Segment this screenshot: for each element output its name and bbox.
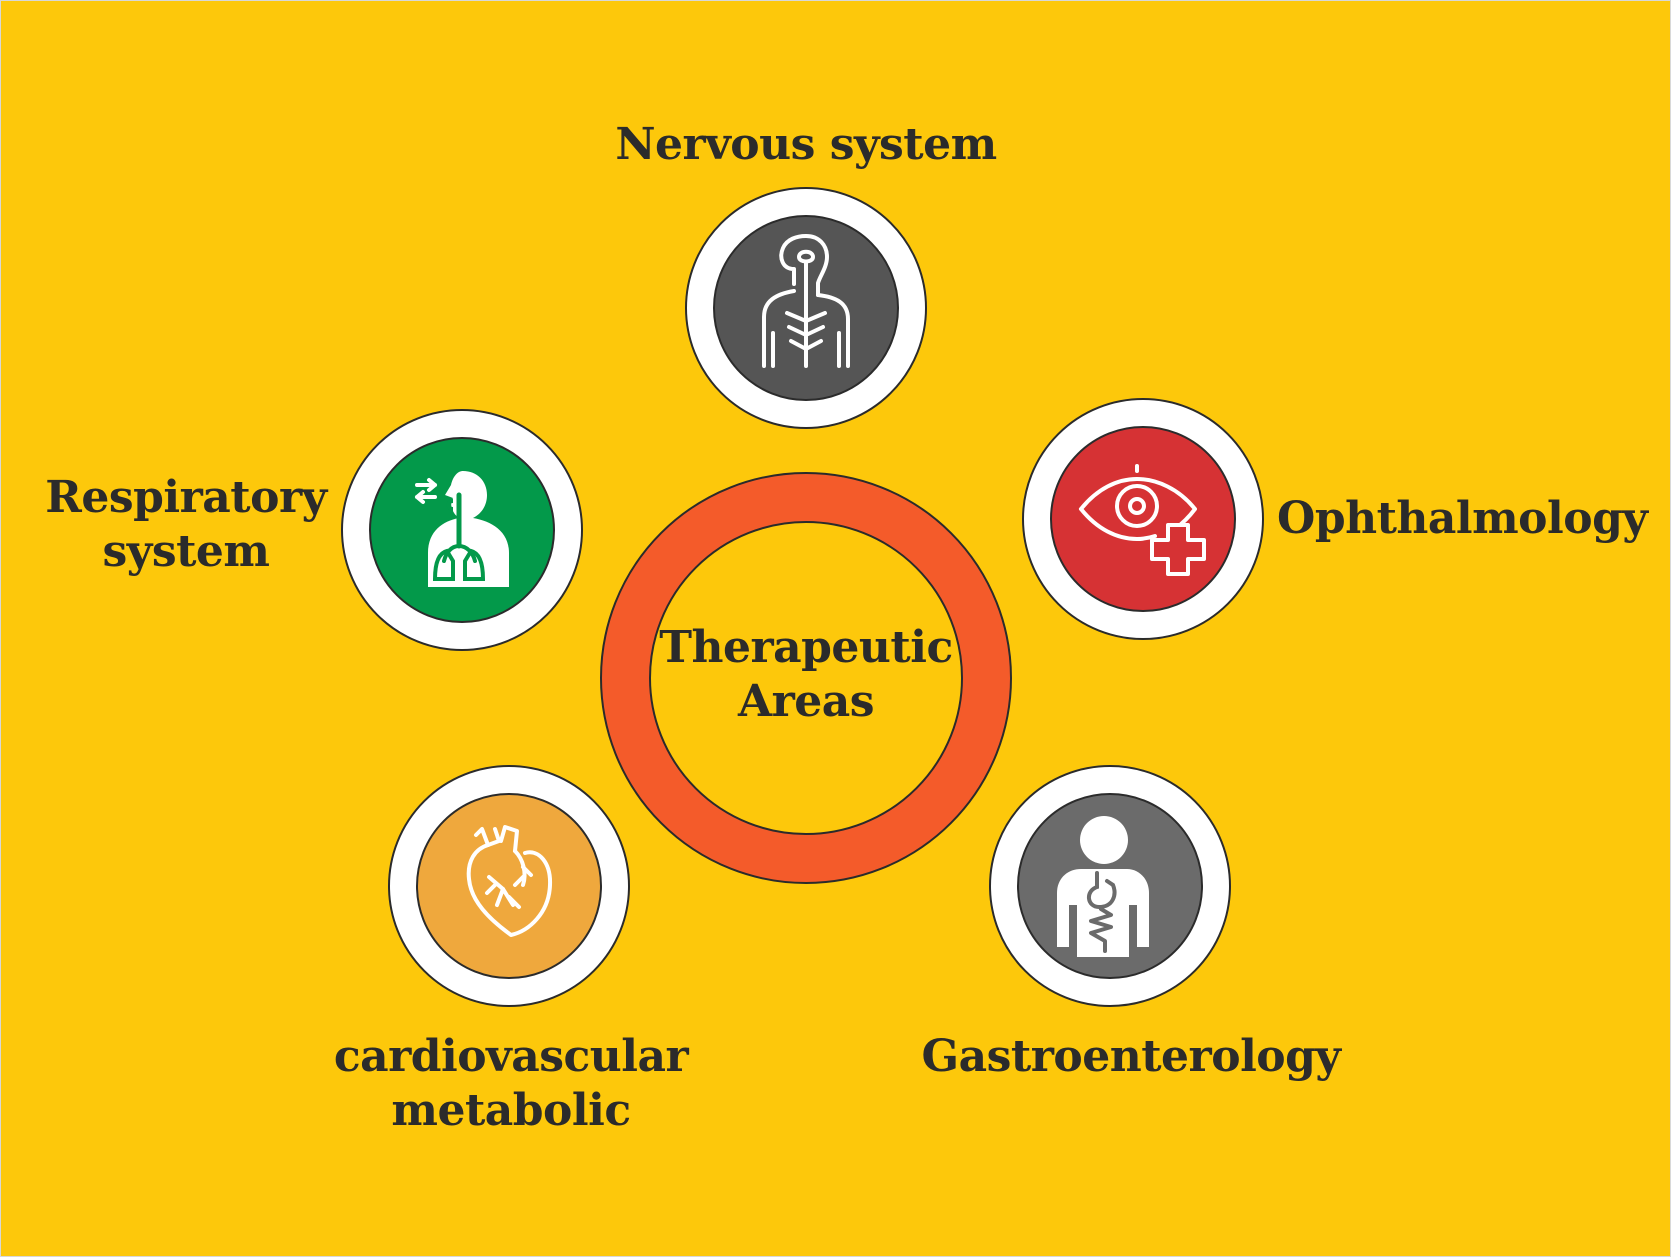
label-ophthalmology: Ophthalmology [1277, 492, 1657, 546]
label-gastroenterology: Gastroenterology [911, 1030, 1351, 1084]
label-gastroenterology-line1: Gastroenterology [921, 1031, 1341, 1082]
label-nervous-system: Nervous system [586, 118, 1026, 172]
nervous-system-icon [762, 234, 850, 368]
center-title-line2: Areas [737, 676, 875, 727]
node-respiratory-system [341, 409, 583, 651]
label-respiratory-system-line2: system [102, 526, 270, 577]
center-ring [600, 472, 1012, 884]
lungs-icon [415, 471, 509, 587]
label-ophthalmology-line1: Ophthalmology [1277, 493, 1648, 544]
node-cardiovascular [388, 765, 630, 1007]
label-cardiovascular-line1: cardiovascular [333, 1031, 689, 1082]
node-nervous-system [685, 187, 927, 429]
label-respiratory-system: Respiratory system [31, 471, 341, 579]
node-gastroenterology [989, 765, 1231, 1007]
label-nervous-system-line1: Nervous system [615, 119, 997, 170]
label-cardiovascular: cardiovascular metabolic [321, 1030, 701, 1138]
node-ophthalmology [1022, 398, 1264, 640]
center-title: Therapeutic Areas [656, 621, 956, 729]
stomach-icon [1057, 816, 1149, 957]
heart-icon [466, 825, 553, 937]
label-respiratory-system-line1: Respiratory [45, 472, 327, 523]
eye-plus-icon [1079, 464, 1206, 576]
center-title-line1: Therapeutic [659, 622, 953, 673]
label-cardiovascular-line2: metabolic [391, 1085, 631, 1136]
